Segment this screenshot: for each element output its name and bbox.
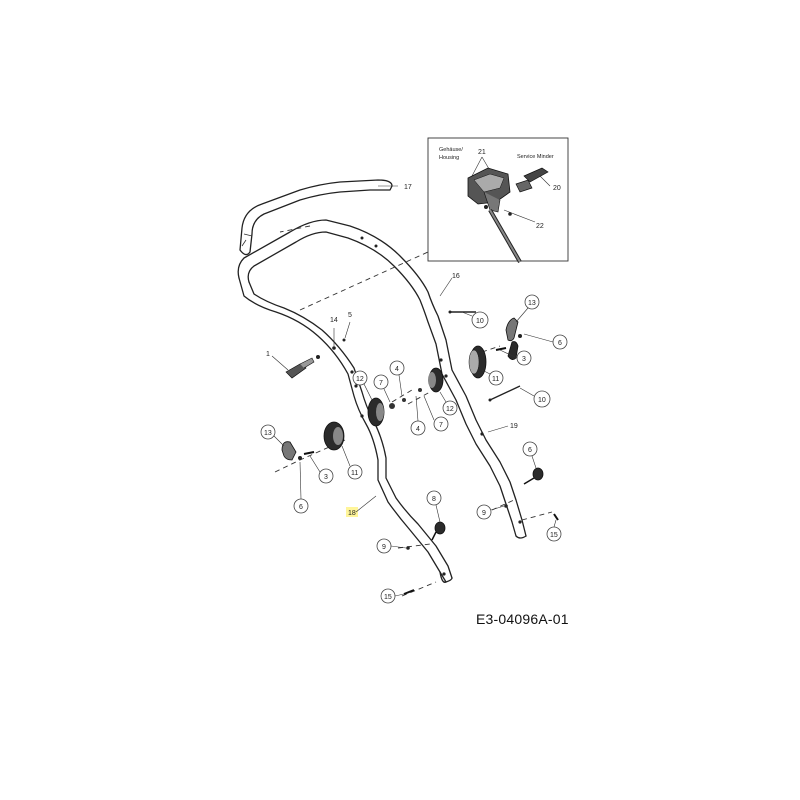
inset-part-20: 20 xyxy=(553,185,561,192)
bolt-15-left xyxy=(403,589,415,595)
callout-3-right: 3 xyxy=(499,349,532,366)
part-1-bolt xyxy=(285,355,320,379)
lower-knob-right xyxy=(523,467,544,485)
part-14-screw xyxy=(332,346,336,350)
callout-7-left: 7 xyxy=(373,374,391,403)
svg-text:9: 9 xyxy=(482,510,486,517)
service-minder-label: Service Minder xyxy=(517,154,554,160)
callout-6-right-upper: 6 xyxy=(523,333,568,350)
svg-text:7: 7 xyxy=(439,422,443,429)
svg-text:10: 10 xyxy=(476,318,484,325)
callout-6-left: 6 xyxy=(293,461,309,514)
svg-text:7: 7 xyxy=(379,380,383,387)
callout-10-upper: 10 xyxy=(461,311,489,329)
callout-1: 1 xyxy=(266,351,289,371)
svg-text:12: 12 xyxy=(446,406,454,413)
callout-12-left: 12 xyxy=(352,370,373,401)
svg-text:19: 19 xyxy=(510,423,518,430)
callout-14: 14 xyxy=(330,317,338,324)
callout-11-right: 11 xyxy=(481,369,504,386)
callout-15-left: 15 xyxy=(380,588,405,604)
svg-text:16: 16 xyxy=(452,273,460,280)
handle-grip-17 xyxy=(239,179,393,256)
callout-9-left: 9 xyxy=(376,538,407,554)
callout-9-right: 9 xyxy=(476,504,505,520)
callout-4-upper: 4 xyxy=(389,360,405,397)
drawing-number: E3-04096A-01 xyxy=(476,611,569,627)
svg-text:11: 11 xyxy=(351,470,358,477)
callout-12-right: 12 xyxy=(439,391,458,416)
callout-6-right-lower: 6 xyxy=(522,441,538,469)
svg-text:13: 13 xyxy=(528,300,536,307)
svg-text:18: 18 xyxy=(348,510,356,517)
inset-part-22: 22 xyxy=(536,223,544,230)
svg-text:17: 17 xyxy=(404,184,412,191)
svg-text:10: 10 xyxy=(538,397,546,404)
main-handle-frame xyxy=(237,219,527,583)
svg-text:15: 15 xyxy=(384,594,392,601)
callout-13-right: 13 xyxy=(515,294,540,323)
lower-knob-left xyxy=(431,521,446,541)
svg-text:4: 4 xyxy=(395,366,399,373)
callout-4-lower: 4 xyxy=(410,395,426,436)
callout-5: 5 xyxy=(348,312,352,319)
svg-text:4: 4 xyxy=(416,426,420,433)
cable-10-upper xyxy=(448,310,476,314)
svg-text:8: 8 xyxy=(432,496,436,503)
svg-text:15: 15 xyxy=(550,532,558,539)
inset-part-21: 21 xyxy=(478,149,486,156)
inset-detail: Gehäuse/ Housing Service Minder 21 20 22 xyxy=(427,137,569,263)
svg-text:6: 6 xyxy=(299,504,303,511)
housing-drawing xyxy=(467,167,522,263)
callout-13-left: 13 xyxy=(260,424,285,447)
callout-8-left: 8 xyxy=(426,490,442,523)
nut-9-right xyxy=(504,504,508,508)
callout-19: 19 xyxy=(487,423,518,433)
svg-text:9: 9 xyxy=(382,544,386,551)
cable-10-lower xyxy=(488,385,521,402)
callout-7-right: 7 xyxy=(423,395,449,432)
part-5-nut xyxy=(342,338,346,342)
service-minder-drawing xyxy=(515,167,549,193)
svg-text:13: 13 xyxy=(264,430,272,437)
svg-text:11: 11 xyxy=(492,376,499,383)
callout-17: 17 xyxy=(378,184,412,191)
svg-text:6: 6 xyxy=(528,447,532,454)
callout-11-left: 11 xyxy=(341,445,363,480)
svg-text:14: 14 xyxy=(330,317,338,324)
svg-text:5: 5 xyxy=(348,312,352,319)
callout-15-right: 15 xyxy=(546,519,562,542)
left-lever-assembly xyxy=(281,421,345,461)
callout-3-left: 3 xyxy=(309,455,334,484)
svg-text:6: 6 xyxy=(558,340,562,347)
svg-text:12: 12 xyxy=(356,376,364,383)
svg-text:3: 3 xyxy=(522,356,526,363)
bolt-15-right xyxy=(553,513,559,521)
callout-10-lower: 10 xyxy=(519,387,551,408)
nut-9-left xyxy=(406,546,410,550)
callout-18: 18 xyxy=(346,495,377,517)
svg-text:1: 1 xyxy=(266,351,270,358)
callout-16: 16 xyxy=(439,273,460,297)
svg-text:3: 3 xyxy=(324,474,328,481)
housing-label-de: Gehäuse/ xyxy=(439,147,463,153)
assembly-dash-lines xyxy=(274,225,553,597)
center-knob-assembly xyxy=(367,367,444,427)
housing-label-en: Housing xyxy=(439,155,459,161)
